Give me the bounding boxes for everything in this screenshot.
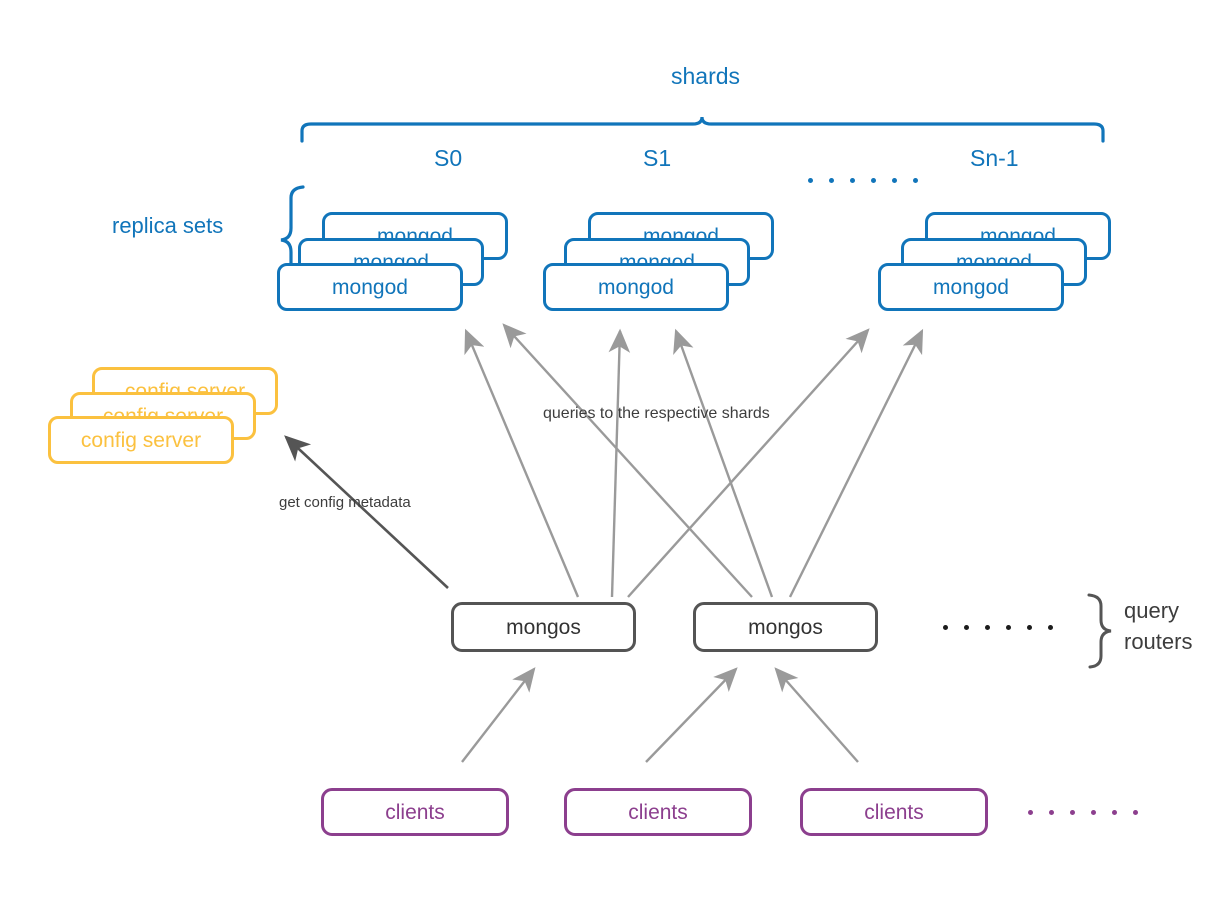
clients-ellipsis [1028,810,1154,815]
config-server-label: config server [80,428,202,452]
shard-label-s0: S0 [434,145,463,171]
shard-label-s1: S1 [643,145,672,171]
edge-mongos-to-config-server [284,435,449,589]
query-routers-label-line2: routers [1124,629,1193,654]
clients-node-2[interactable]: clients [564,788,752,836]
mongos-node-2[interactable]: mongos [693,602,878,652]
mongos-node-1[interactable]: mongos [451,602,636,652]
edge-clients-to-mongos [461,667,859,763]
query-routers-ellipsis [943,625,1069,630]
mongos-node-label: mongos [506,615,581,639]
shard-label-sn-1: Sn-1 [970,145,1019,171]
clients-node-1[interactable]: clients [321,788,509,836]
metadata-edge-label: get config metadata [279,494,411,511]
clients-node-label: clients [385,800,445,824]
shards-group-label: shards [671,63,741,89]
mongod-node-s0-1[interactable]: mongod [277,263,463,311]
edge-mongos2-to-shards [502,323,924,598]
queries-edge-label: queries to the respective shards [543,405,770,422]
mongod-node-label: mongod [598,275,674,299]
query-routers-label-line1: query [1124,598,1180,623]
shards-ellipsis [808,178,934,183]
clients-node-label: clients [628,800,688,824]
config-server-node-1[interactable]: config server [48,416,234,464]
mongod-node-sn1-1[interactable]: mongod [878,263,1064,311]
mongod-node-label: mongod [332,275,408,299]
clients-node-label: clients [864,800,924,824]
clients-node-3[interactable]: clients [800,788,988,836]
edge-mongos1-to-shards [464,328,870,598]
replica-sets-label: replica sets [112,213,224,238]
mongos-node-label: mongos [748,615,823,639]
mongod-node-s1-1[interactable]: mongod [543,263,729,311]
mongod-node-label: mongod [933,275,1009,299]
query-routers-brace [1087,593,1112,669]
shards-brace [300,116,1105,143]
